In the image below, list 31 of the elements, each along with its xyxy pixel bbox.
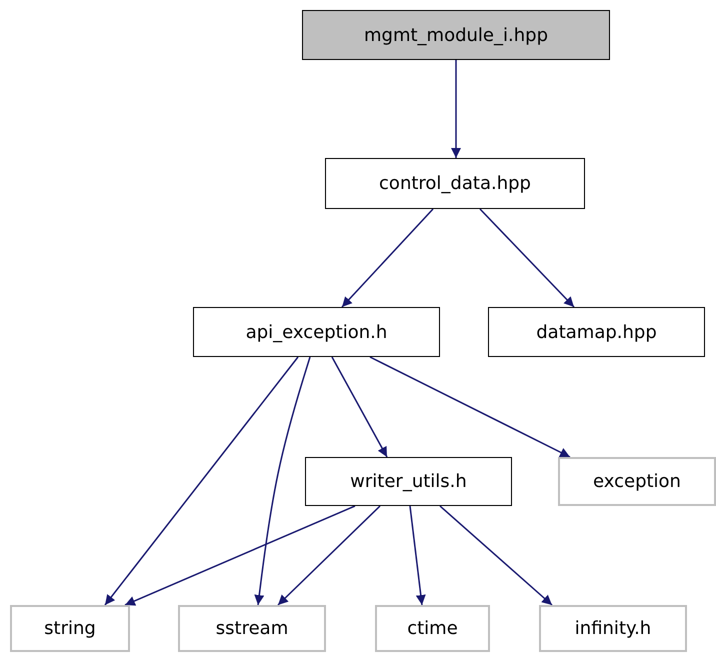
file-name: exception	[593, 471, 681, 492]
arrow	[440, 505, 552, 606]
arrow	[370, 356, 570, 458]
header-file-box	[305, 457, 512, 506]
arrow	[277, 505, 381, 606]
arrow	[331, 356, 388, 458]
file-name: string	[44, 618, 96, 639]
file-name: datamap.hpp	[536, 322, 657, 342]
arrow	[124, 505, 356, 606]
external-header-box	[558, 457, 716, 506]
arrow	[254, 356, 311, 606]
arrow	[104, 356, 299, 606]
external-header-box	[539, 605, 687, 652]
file-name: api_exception.h	[246, 322, 388, 342]
external-header-box	[10, 605, 130, 652]
arrow	[409, 506, 426, 606]
file-name: control_data.hpp	[379, 173, 531, 194]
file-name: mgmt_module_i.hpp	[364, 24, 548, 46]
arrow	[479, 208, 575, 308]
header-file-box	[488, 307, 705, 357]
file-name: ctime	[407, 618, 458, 639]
arrow	[451, 60, 461, 158]
file-name: sstream	[216, 618, 288, 639]
header-file-box	[193, 307, 440, 357]
arrow	[341, 208, 434, 308]
file-name: infinity.h	[574, 618, 652, 639]
external-header-box	[178, 605, 326, 652]
external-header-box	[375, 605, 490, 652]
file-name: writer_utils.h	[350, 471, 467, 492]
header-file-box	[302, 10, 610, 60]
header-file-box	[325, 158, 585, 209]
